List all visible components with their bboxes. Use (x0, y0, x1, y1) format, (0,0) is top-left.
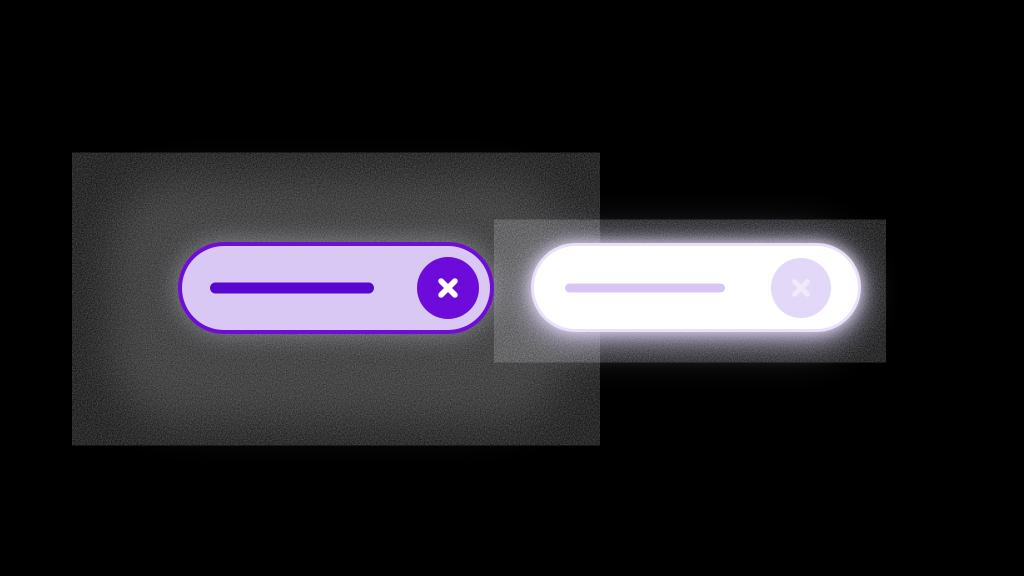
close-icon (792, 278, 810, 297)
text-placeholder-line (565, 283, 725, 292)
close-button[interactable] (771, 257, 831, 318)
text-placeholder-line (210, 282, 374, 294)
chip-active[interactable] (178, 242, 494, 334)
close-button[interactable] (417, 257, 479, 319)
chip-default[interactable] (531, 243, 861, 332)
close-icon (438, 278, 458, 298)
